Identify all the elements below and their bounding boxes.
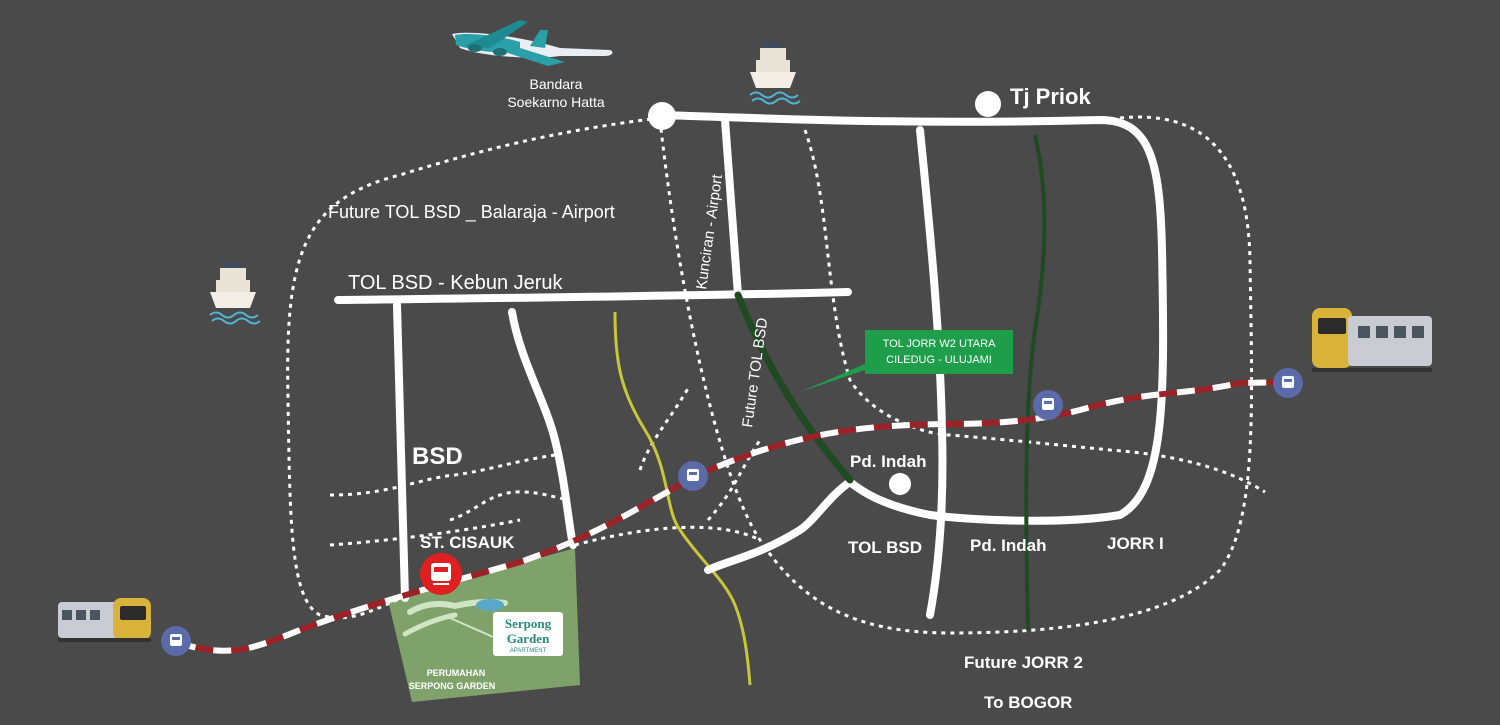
future-toll-airport-label: Future TOL BSD _ Balaraja - Airport — [328, 202, 615, 223]
pondok-indah-road — [916, 126, 947, 619]
pondok-indah-label-top: Pd. Indah — [850, 452, 927, 471]
tj-priok-node — [975, 91, 1001, 117]
train-icon — [1312, 308, 1432, 372]
solid-roads — [334, 111, 1168, 619]
train-station-icon — [161, 626, 191, 656]
jorr1-label: JORR I — [1107, 534, 1164, 553]
airport-label-line1: Bandara — [530, 76, 583, 92]
callout-line1: TOL JORR W2 UTARA — [883, 338, 997, 350]
serpong-logo-line3: APARTMENT — [510, 648, 547, 654]
bsd-label: BSD — [412, 443, 463, 470]
st-cisauk-label: ST. CISAUK — [420, 533, 515, 552]
serpong-garden-estate: PERUMAHAN SERPONG GARDEN — [388, 548, 580, 702]
dotted-bsd-road-2 — [329, 453, 556, 497]
housing-label-line2: SERPONG GARDEN — [409, 681, 496, 691]
serpong-logo-line1: Serpong — [505, 616, 552, 631]
jorr-w2-callout[interactable]: TOL JORR W2 UTARA CILEDUG - ULUJAMI — [800, 330, 1013, 392]
future-toll-airport-road — [286, 116, 661, 620]
pondok-indah-node — [889, 473, 911, 495]
airport-label-line2: Soekarno Hatta — [507, 94, 604, 110]
ship-icon — [209, 262, 261, 325]
dotted-roads — [286, 115, 1266, 635]
to-bogor-label: To BOGOR — [984, 693, 1072, 712]
east-green-road — [1024, 134, 1047, 631]
toll-bsd-kebun-jeruk-label: TOL BSD - Kebun Jeruk — [348, 272, 564, 294]
dotted-link-road — [706, 439, 762, 522]
tj-priok-label: Tj Priok — [1010, 84, 1091, 109]
callout-line2: CILEDUG - ULUJAMI — [886, 354, 992, 366]
airport-junction-node — [648, 102, 676, 130]
train-station-icon — [678, 461, 708, 491]
train-icon — [58, 598, 151, 642]
future-jorr2-south — [574, 525, 761, 547]
ship-icon — [749, 42, 801, 105]
serpong-logo-line2: Garden — [507, 631, 550, 646]
cisauk-station-icon[interactable] — [420, 553, 462, 595]
dotted-yellow-branch — [638, 384, 692, 471]
future-jorr2-label: Future JORR 2 — [964, 653, 1083, 672]
train-station-icon — [1033, 390, 1063, 420]
housing-label-line1: PERUMAHAN — [427, 668, 486, 678]
bsd-main-road — [393, 301, 409, 602]
toll-bsd-label: TOL BSD — [848, 538, 922, 557]
station-markers — [161, 368, 1303, 656]
train-station-icon — [1273, 368, 1303, 398]
dotted-bsd-road-1 — [329, 518, 521, 547]
dotted-east-road — [803, 129, 1266, 494]
jorr-w2-toll-road — [734, 291, 854, 484]
bsd-side-road — [508, 308, 577, 549]
serpong-garden-logo[interactable]: Serpong Garden APARTMENT — [493, 612, 563, 656]
toll-bsd-kebun-jeruk-road — [334, 288, 852, 304]
airplane-icon — [452, 20, 613, 66]
kunciran-connector-road — [721, 116, 742, 299]
yellow-road — [613, 311, 752, 686]
pondok-indah-label-bottom: Pd. Indah — [970, 536, 1047, 555]
jorr1-ring-road — [656, 111, 1168, 574]
dotted-bsd-road-3 — [449, 490, 571, 522]
